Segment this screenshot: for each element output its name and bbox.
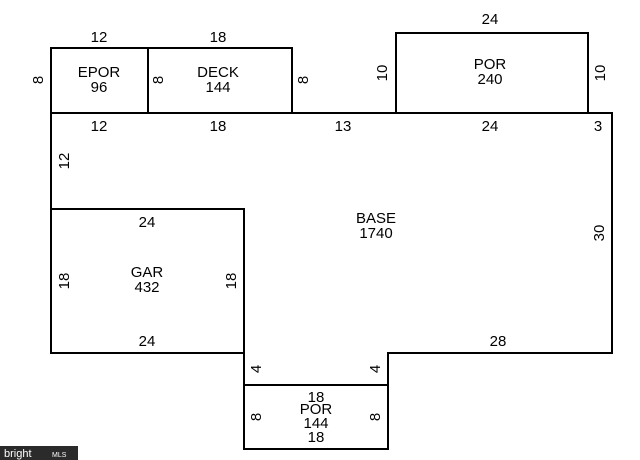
gar-top-dimension: 24 <box>139 214 156 231</box>
gar-area: 432 <box>134 279 159 296</box>
por-bottom-right-dimension: 8 <box>367 413 384 421</box>
gar-bottom-dimension: 24 <box>139 333 156 350</box>
deck-right-dimension: 8 <box>295 76 312 84</box>
gar-outline <box>50 208 245 354</box>
por-bottom-notch-left-dimension: 4 <box>248 365 265 373</box>
por-bottom-left-dimension: 8 <box>248 413 265 421</box>
deck-left-dimension: 8 <box>150 76 167 84</box>
base-outline <box>50 112 613 386</box>
por-bottom-area: 144 <box>303 415 328 432</box>
base-name: BASE <box>356 210 396 227</box>
deck-top-dimension: 18 <box>210 29 227 46</box>
por-top-area: 240 <box>477 71 502 88</box>
base-left-dimension: 12 <box>56 153 73 170</box>
base-top-epor-dimension: 12 <box>91 118 108 135</box>
base-top-por-dimension: 24 <box>482 118 499 135</box>
por-bottom-bottom-dimension: 18 <box>308 429 325 446</box>
gar-left-dimension: 18 <box>56 273 73 290</box>
base-bottom-right-dimension: 28 <box>490 333 507 350</box>
por-top-left-dimension: 10 <box>374 65 391 82</box>
base-area: 1740 <box>359 225 392 242</box>
watermark-background <box>0 446 78 460</box>
base-top-right-dimension: 3 <box>594 118 602 135</box>
por-bottom-notch-right-dimension: 4 <box>367 365 384 373</box>
deck-name: DECK <box>197 64 239 81</box>
base-top-mid-dimension: 13 <box>335 118 352 135</box>
gar-right-dimension: 18 <box>223 273 240 290</box>
bright-mls-watermark: bright MLS <box>0 446 78 460</box>
watermark-brand: bright <box>4 448 32 460</box>
por-top-top-dimension: 24 <box>482 11 499 28</box>
epor-top-dimension: 12 <box>91 29 108 46</box>
epor-name: EPOR <box>78 64 121 81</box>
gar-name: GAR <box>131 264 164 281</box>
por-top-right-dimension: 10 <box>592 65 609 82</box>
epor-left-dimension: 8 <box>30 76 47 84</box>
deck-area: 144 <box>205 79 230 96</box>
por-bottom-name: POR <box>300 401 333 418</box>
base-right-dimension: 30 <box>591 225 608 242</box>
epor-area: 96 <box>91 79 108 96</box>
por-top-name: POR <box>474 56 507 73</box>
base-top-deck-dimension: 18 <box>210 118 227 135</box>
por-bottom-top-dimension: 18 <box>308 389 325 406</box>
por-bottom-outline <box>243 384 389 450</box>
watermark-suffix: MLS <box>52 452 67 459</box>
